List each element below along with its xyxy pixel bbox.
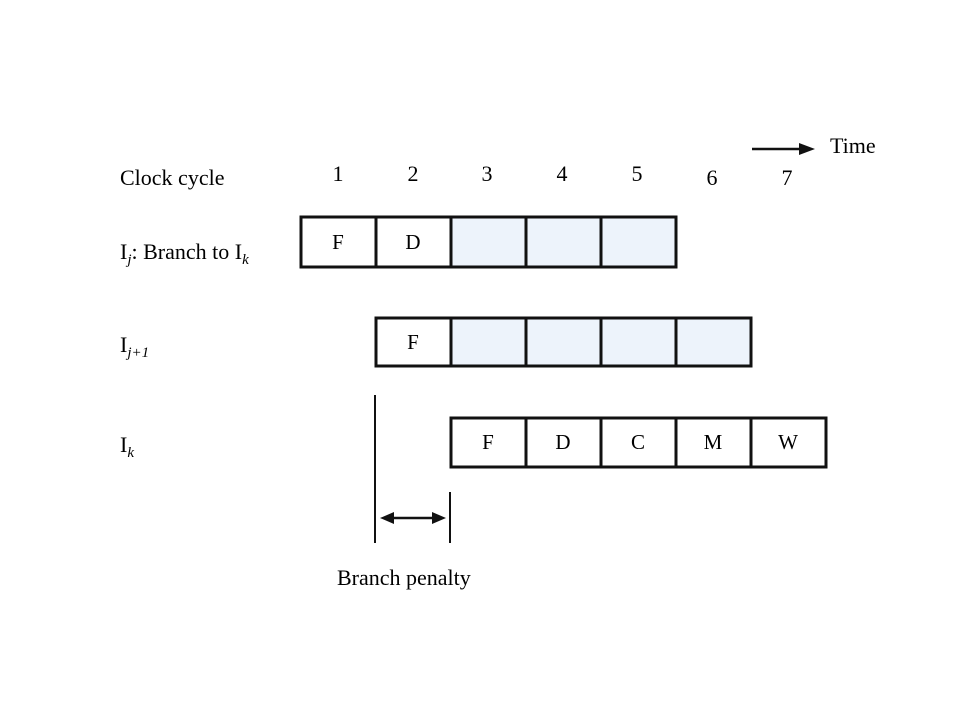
stage-cell bbox=[599, 316, 678, 368]
row-label-base: I bbox=[120, 239, 127, 264]
stage-cell bbox=[749, 416, 828, 469]
row-label-branch: Ij: Branch to Ik bbox=[120, 239, 249, 268]
stage-cell bbox=[449, 416, 528, 469]
pipeline-row-branch: F D bbox=[299, 215, 678, 269]
stage-label: C bbox=[631, 430, 645, 454]
time-label: Time bbox=[830, 133, 876, 158]
stage-cell bbox=[449, 215, 528, 269]
row-label-base: I bbox=[120, 432, 127, 457]
branch-penalty-label: Branch penalty bbox=[337, 565, 471, 590]
stage-label: F bbox=[482, 430, 494, 454]
stage-cell bbox=[524, 215, 603, 269]
stage-label: D bbox=[405, 230, 420, 254]
stage-cell bbox=[524, 316, 603, 368]
pipeline-row-next: F bbox=[374, 316, 753, 368]
row-label-sub: k bbox=[127, 445, 134, 461]
row-label-next: Ij+1 bbox=[120, 332, 149, 361]
row-label-sub: j+1 bbox=[125, 345, 149, 361]
stage-label: F bbox=[332, 230, 344, 254]
cycle-number: 1 bbox=[333, 161, 344, 186]
row-label-rest: : Branch to I bbox=[132, 239, 243, 264]
cycle-number: 4 bbox=[557, 161, 568, 186]
cycle-number: 3 bbox=[482, 161, 493, 186]
stage-cell bbox=[674, 416, 753, 469]
cycle-numbers: 1 2 3 4 5 6 7 bbox=[333, 161, 793, 190]
row-label-target: Ik bbox=[120, 432, 134, 461]
stage-label: M bbox=[704, 430, 723, 454]
stage-cell bbox=[674, 316, 753, 368]
cycle-number: 2 bbox=[408, 161, 419, 186]
stage-cell bbox=[599, 215, 678, 269]
clock-cycle-label: Clock cycle bbox=[120, 165, 224, 190]
stage-cell bbox=[374, 215, 453, 269]
row-label-sub2: k bbox=[242, 252, 249, 268]
branch-penalty-marker bbox=[374, 395, 451, 543]
cycle-number: 5 bbox=[632, 161, 643, 186]
stage-label: F bbox=[407, 330, 419, 354]
stage-label: D bbox=[555, 430, 570, 454]
row-label-base: I bbox=[120, 332, 127, 357]
stage-label: W bbox=[778, 430, 798, 454]
cycle-number: 7 bbox=[782, 165, 793, 190]
pipeline-row-target: F D C M W bbox=[449, 416, 828, 469]
double-arrow-icon bbox=[380, 512, 446, 524]
time-arrow-icon bbox=[752, 143, 815, 155]
stage-cell bbox=[299, 215, 378, 269]
row-label-sub: j bbox=[125, 252, 131, 268]
stage-cell bbox=[524, 416, 603, 469]
stage-cell bbox=[449, 316, 528, 368]
cycle-number: 6 bbox=[707, 165, 718, 190]
stage-cell bbox=[599, 416, 678, 469]
